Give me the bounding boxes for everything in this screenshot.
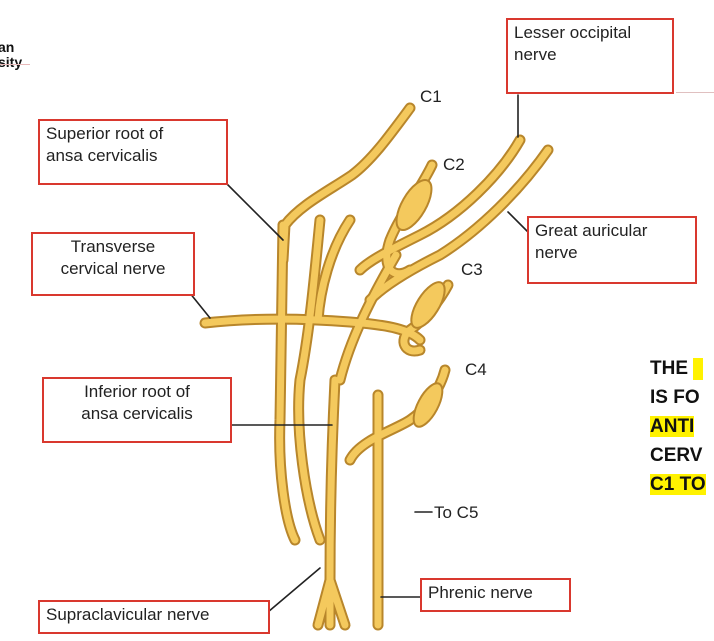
lesser-occipital-line1: Lesser occipital	[514, 23, 632, 42]
vertebra-c1: C1	[420, 87, 442, 106]
label-transverse-cervical: Transverse cervical nerve	[31, 232, 195, 296]
leader-lines	[184, 94, 529, 613]
great-auricular-line1: Great auricular	[535, 221, 648, 240]
nerve-fills	[201, 104, 552, 629]
vertebra-c2: C2	[443, 155, 465, 174]
inferior-root-line1: Inferior root of	[84, 382, 190, 401]
label-phrenic: Phrenic nerve	[420, 578, 571, 612]
transverse-line1: Transverse	[70, 237, 156, 256]
caption-line1: THE	[650, 354, 714, 383]
superior-root-line2: ansa cervicalis	[46, 146, 158, 165]
slide-caption: THE IS FO ANTI CERV C1 TO	[650, 354, 714, 499]
vertebra-c4: C4	[465, 360, 487, 379]
caption-line4: CERV	[650, 445, 703, 466]
university-name-line1: an	[0, 39, 15, 55]
label-lesser-occipital: Lesser occipital nerve	[506, 18, 674, 94]
supraclavicular-text: Supraclavicular nerve	[46, 605, 210, 624]
transverse-line2: cervical nerve	[60, 259, 166, 278]
label-supraclavicular: Supraclavicular nerve	[38, 600, 270, 634]
caption-line3: ANTI	[650, 416, 695, 437]
header-rule	[0, 64, 30, 65]
label-great-auricular: Great auricular nerve	[527, 216, 697, 284]
university-name-line2: sity	[0, 54, 23, 70]
root-swellings	[395, 179, 446, 428]
caption-line5: C1 TO	[650, 474, 706, 495]
label-superior-root: Superior root of ansa cervicalis	[38, 119, 228, 185]
inferior-root-line2: ansa cervicalis	[81, 404, 193, 423]
header-rule-right	[676, 92, 714, 93]
vertebra-c5: To C5	[434, 503, 479, 522]
phrenic-text: Phrenic nerve	[428, 583, 533, 602]
great-auricular-line2: nerve	[535, 243, 578, 262]
lesser-occipital-line2: nerve	[514, 45, 557, 64]
label-inferior-root: Inferior root of ansa cervicalis	[42, 377, 232, 443]
vertebra-c3: C3	[461, 260, 483, 279]
caption-line2: IS FO	[650, 387, 700, 408]
superior-root-line1: Superior root of	[46, 124, 164, 143]
